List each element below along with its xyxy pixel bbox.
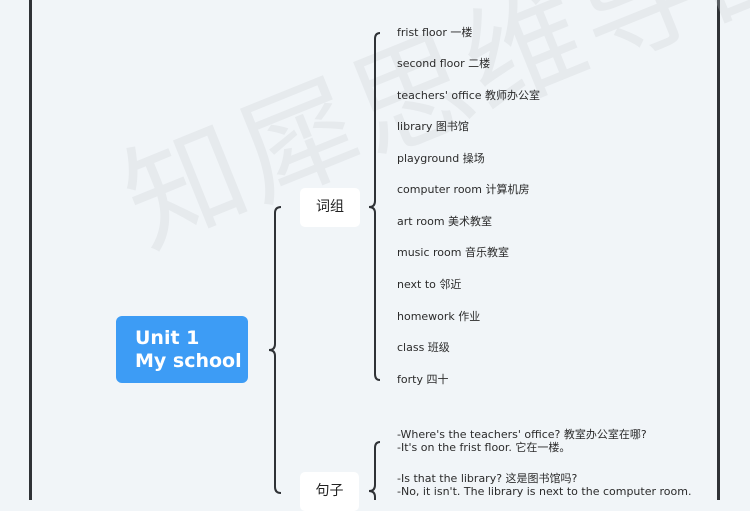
branch-sentences[interactable]: 句子 bbox=[300, 472, 359, 511]
vocab-item[interactable]: library 图书馆 bbox=[397, 120, 469, 133]
sentence-item[interactable]: -Where's the teachers' office? 教室办公室在哪? bbox=[397, 428, 647, 441]
vocab-item[interactable]: art room 美术教室 bbox=[397, 215, 493, 228]
root-node[interactable]: Unit 1 My school bbox=[116, 316, 248, 383]
vocab-item[interactable]: forty 四十 bbox=[397, 373, 449, 386]
vocab-item[interactable]: homework 作业 bbox=[397, 310, 481, 323]
vocab-item[interactable]: frist floor 一楼 bbox=[397, 26, 473, 39]
frame-left-border bbox=[29, 0, 32, 500]
vocab-item[interactable]: music room 音乐教室 bbox=[397, 246, 509, 259]
root-subtitle: My school bbox=[135, 350, 242, 372]
root-title: Unit 1 bbox=[135, 327, 200, 349]
frame-right-border bbox=[717, 0, 720, 500]
vocab-item[interactable]: playground 操场 bbox=[397, 152, 485, 165]
vocab-item[interactable]: second floor 二楼 bbox=[397, 57, 491, 70]
vocab-item[interactable]: class 班级 bbox=[397, 341, 450, 354]
vocab-item[interactable]: teachers' office 教师办公室 bbox=[397, 89, 541, 102]
vocab-item[interactable]: next to 邻近 bbox=[397, 278, 462, 291]
vocab-item[interactable]: computer room 计算机房 bbox=[397, 183, 530, 196]
sentences-bracket bbox=[368, 441, 381, 500]
sentence-item[interactable]: -Is that the library? 这是图书馆吗? bbox=[397, 472, 578, 485]
branch-vocabulary[interactable]: 词组 bbox=[300, 188, 360, 227]
root-bracket bbox=[268, 206, 282, 494]
connector-lines bbox=[268, 32, 381, 500]
vocab-bracket bbox=[368, 32, 381, 381]
sentence-item[interactable]: -It's on the frist floor. 它在一楼。 bbox=[397, 441, 571, 454]
sentence-item[interactable]: -No, it isn't. The library is next to th… bbox=[397, 485, 692, 498]
